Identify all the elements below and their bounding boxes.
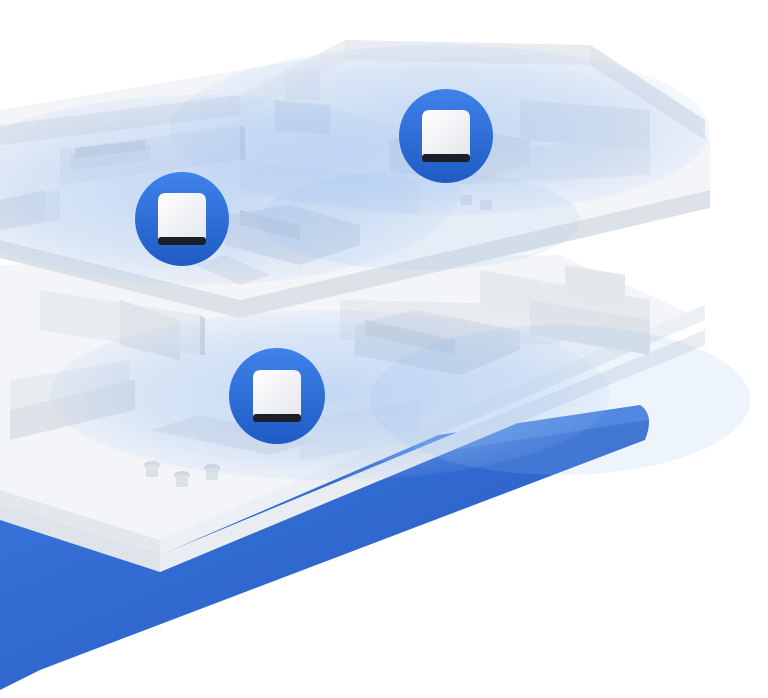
router-cube-icon xyxy=(158,193,206,239)
mesh-node-upper-right xyxy=(399,89,493,183)
router-cube-icon xyxy=(422,110,470,156)
router-cube-icon xyxy=(253,370,301,416)
mesh-node-upper-left xyxy=(135,172,229,266)
coverage-zone-lower-right xyxy=(370,325,750,475)
coverage-zone-upper-mid xyxy=(260,170,580,270)
coverage-zone-lower xyxy=(50,310,610,480)
mesh-node-lower-center xyxy=(229,348,325,444)
